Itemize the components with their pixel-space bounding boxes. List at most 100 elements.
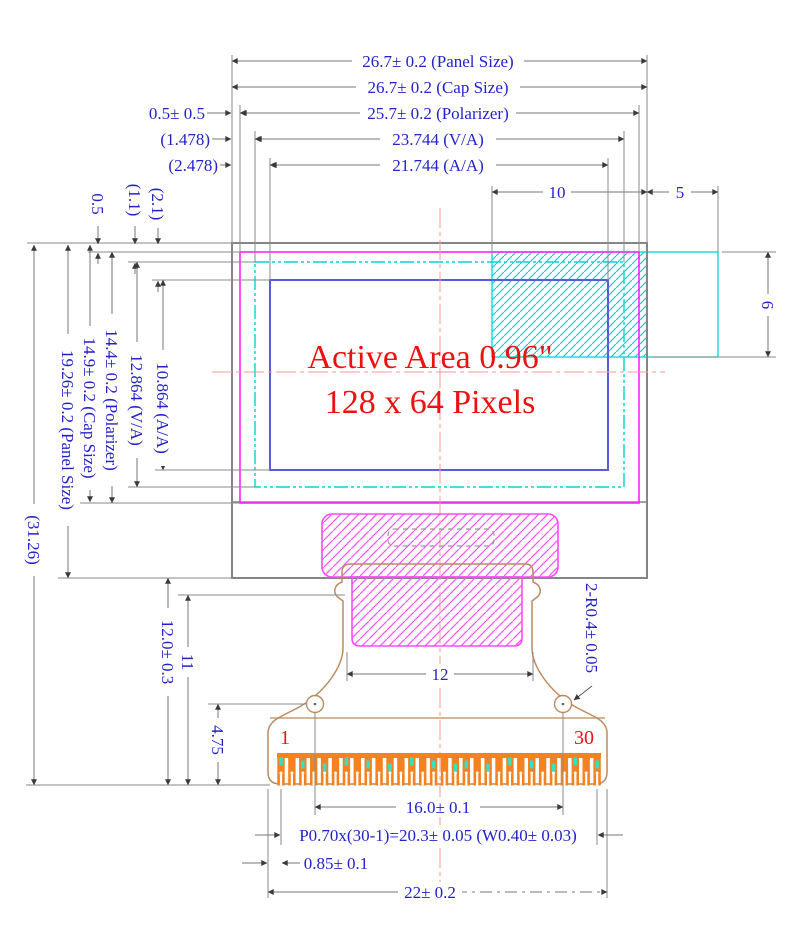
pin-slot	[378, 773, 381, 786]
pin-finger	[331, 753, 340, 786]
dim-aa-offset-y: (2.1)	[148, 188, 167, 221]
pin-finger	[495, 753, 503, 786]
pin-finger	[310, 753, 318, 786]
pin-plating-mark	[410, 757, 414, 766]
dim-5: 5	[676, 183, 685, 202]
pin-slot	[596, 773, 599, 786]
alignment-holes	[305, 694, 573, 714]
dim-va-height: 12.864 (V/A)	[127, 354, 146, 446]
pin-finger	[429, 753, 438, 786]
pin-slot	[279, 773, 283, 786]
pin-plating-mark	[279, 757, 283, 766]
dim-flex-height: 12.0± 0.3	[158, 620, 177, 685]
pin-finger	[419, 753, 427, 786]
dimension-labels-top: 26.7± 0.2 (Panel Size) 26.7± 0.2 (Cap Si…	[149, 51, 691, 202]
pin-finger	[342, 753, 351, 786]
pin-slot	[410, 773, 413, 786]
pin-slot	[356, 773, 359, 786]
dim-hole-radius: 2-R0.4± 0.05	[582, 583, 601, 673]
dim-pins-span: 16.0± 0.1	[406, 798, 471, 817]
dim-6: 6	[758, 301, 777, 310]
pin-finger	[528, 753, 536, 786]
dim-0-85: 0.85± 0.1	[304, 854, 369, 873]
pin-finger	[440, 753, 449, 786]
pin-plating-mark	[464, 760, 469, 769]
pin-plating-mark	[595, 760, 599, 769]
pin-finger	[593, 753, 601, 786]
pin-finger	[506, 753, 514, 786]
pin-slot	[301, 773, 304, 786]
connector-pins	[277, 753, 601, 786]
radius-leader	[573, 685, 593, 701]
pin-slot	[497, 773, 501, 786]
dim-va-offset-y: (1.1)	[125, 184, 144, 217]
pin-slot	[432, 773, 435, 786]
pin-plating-mark	[431, 760, 436, 769]
pin-slot	[465, 773, 468, 786]
pin-finger	[462, 753, 470, 786]
pin-plating-mark	[344, 757, 349, 766]
dim-10: 10	[549, 183, 566, 202]
pin-plating-mark	[573, 757, 578, 766]
pixel-count-label: 128 x 64 Pixels	[325, 384, 536, 421]
dim-polarizer-width: 25.7± 0.2 (Polarizer)	[367, 104, 509, 123]
pin-slot	[421, 773, 424, 786]
dim-tab-width: 12	[432, 665, 449, 684]
pin-finger	[473, 753, 481, 786]
pin-finger	[375, 753, 383, 786]
pin-1-label: 1	[280, 727, 290, 749]
pin-finger	[538, 753, 547, 786]
pin-slot	[541, 773, 544, 786]
pin-slot	[552, 773, 555, 786]
dim-polarizer-offset-x: 0.5± 0.5	[149, 104, 205, 123]
dim-cap-width: 26.7± 0.2 (Cap Size)	[367, 78, 508, 97]
pin-finger	[364, 753, 372, 786]
pin-finger	[408, 753, 416, 786]
pin-plating-mark	[366, 760, 370, 769]
pin-plating-mark	[529, 760, 534, 769]
pin-finger	[397, 753, 405, 786]
dim-va-offset-x: (1.478)	[160, 130, 210, 149]
pin-slot	[312, 773, 315, 786]
dim-panel-height: 19.26± 0.2 (Panel Size)	[58, 350, 77, 510]
pin-slot	[367, 773, 370, 786]
dimension-labels-rotated: 0.5 (1.1) (2.1) 10.864 (A/A) 12.864 (V/A…	[24, 184, 778, 762]
pin-plating-mark	[551, 763, 556, 772]
hole-center-right	[561, 702, 565, 706]
pin-slot	[323, 773, 326, 786]
pin-slot	[563, 773, 566, 786]
pin-plating-mark	[486, 763, 490, 772]
dim-cap-height: 14.9± 0.2 (Cap Size)	[80, 337, 99, 478]
dim-polarizer-offset-y: 0.5	[88, 193, 107, 214]
pin-slot	[454, 773, 457, 786]
active-area-title: Active Area 0.96"	[307, 339, 552, 376]
dimension-labels-bottom: 12 16.0± 0.1 P0.70x(30-1)=20.3± 0.05 (W0…	[288, 664, 588, 902]
pin-plating-mark	[508, 757, 512, 766]
flex-tab-hatch	[351, 576, 523, 647]
red-labels: Active Area 0.96" 128 x 64 Pixels 1 30	[280, 339, 594, 749]
hole-center-left	[313, 702, 317, 706]
pin-slot	[508, 773, 511, 786]
pin-finger	[353, 753, 361, 786]
dim-va-width: 23.744 (V/A)	[392, 130, 484, 149]
pin-band	[277, 753, 601, 758]
dim-connector-width: 22± 0.2	[404, 883, 456, 902]
dim-aa-width: 21.744 (A/A)	[392, 156, 484, 175]
pin-slot	[443, 773, 446, 786]
pin-finger	[560, 753, 569, 786]
dim-polarizer-height: 14.4± 0.2 (Polarizer)	[102, 329, 121, 471]
pin-plating-mark	[388, 763, 392, 772]
pin-finger	[288, 753, 296, 786]
dim-aa-height: 10.864 (A/A)	[153, 362, 172, 454]
view-area-outline	[254, 261, 625, 488]
cyan-seal-region	[491, 251, 719, 358]
pin-finger	[299, 753, 307, 786]
pin-slot	[519, 773, 522, 786]
pin-slot	[345, 773, 348, 786]
pin-30-label: 30	[574, 727, 594, 749]
dim-total-height: (31.26)	[24, 515, 43, 565]
pin-plating-mark	[322, 763, 327, 772]
pin-slot	[585, 773, 588, 786]
